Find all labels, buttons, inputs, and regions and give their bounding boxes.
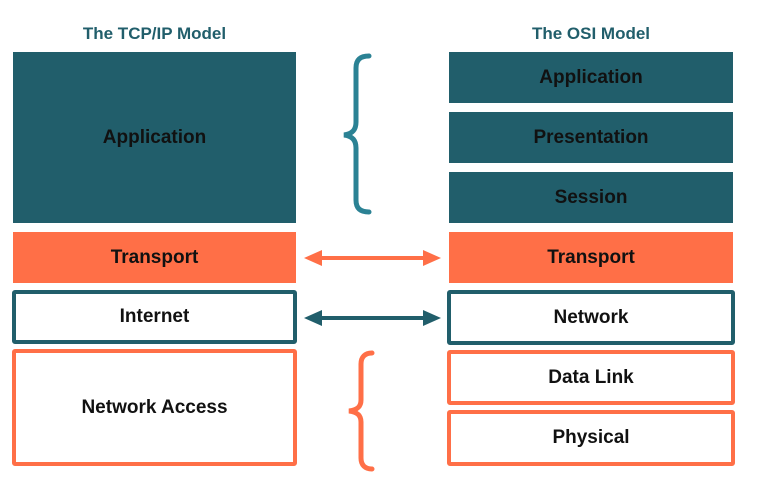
layer-label: Session [554, 186, 628, 208]
osi-layer-data-link: Data Link [447, 350, 735, 405]
osi-layer-session: Session [449, 172, 733, 223]
orange-brace-icon [348, 350, 375, 472]
layer-label: Application [102, 126, 207, 148]
osi-layer-network: Network [447, 290, 735, 345]
internet-network-double-arrow-icon [304, 310, 441, 326]
layer-label: Network Access [81, 396, 228, 418]
layer-label: Presentation [533, 126, 649, 148]
layer-label: Physical [552, 427, 630, 448]
tcpip-layer-internet: Internet [12, 290, 297, 344]
osi-layer-application: Application [449, 52, 733, 103]
tcpip-model-title: The TCP/IP Model [82, 24, 227, 43]
layer-label: Data Link [548, 366, 634, 388]
layer-label: Network [553, 306, 629, 328]
tcpip-layer-application: Application [13, 52, 296, 223]
tcpip-layer-network-access: Network Access [12, 349, 297, 466]
osi-layer-transport: Transport [449, 232, 733, 283]
transport-double-arrow-icon [304, 250, 441, 266]
layer-label: Transport [110, 246, 199, 268]
osi-layer-physical: Physical [447, 410, 735, 466]
osi-layer-presentation: Presentation [449, 112, 733, 163]
layer-label: Internet [119, 306, 190, 327]
teal-brace-icon [343, 53, 372, 215]
tcpip-layer-transport: Transport [13, 232, 296, 283]
osi-model-title: The OSI Model [531, 24, 651, 43]
layer-label: Transport [547, 246, 635, 268]
layer-label: Application [539, 66, 643, 88]
